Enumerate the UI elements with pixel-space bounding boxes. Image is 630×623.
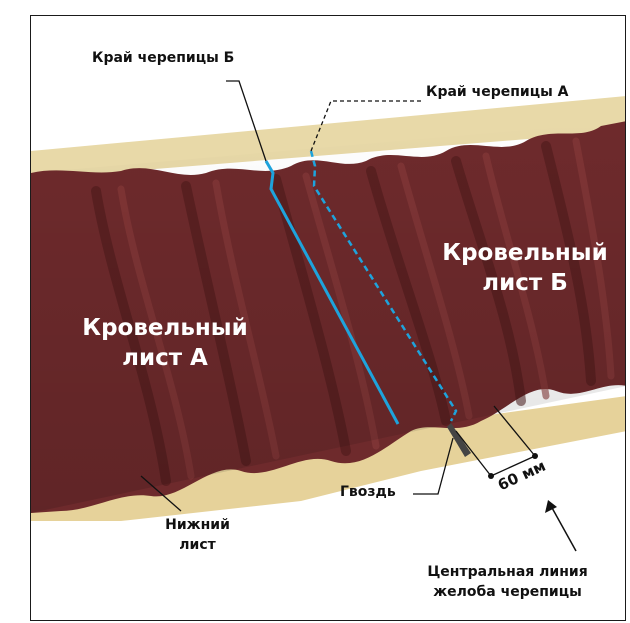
label-centerline-line2: желоба черепицы: [400, 582, 615, 602]
label-sheet-b-line2: лист Б: [430, 268, 620, 298]
label-centerline-line1: Центральная линия: [400, 562, 615, 582]
dimension-dot: [488, 473, 494, 479]
label-sheet-a-line1: Кровельный: [75, 313, 255, 343]
label-centerline: Центральная линия желоба черепицы: [400, 562, 615, 602]
label-sheet-b-line1: Кровельный: [430, 238, 620, 268]
centerline-arrow-shaft: [551, 506, 576, 551]
label-edge-b: Край черепицы Б: [92, 50, 234, 66]
label-sheet-a: Кровельный лист А: [75, 313, 255, 373]
label-bottom-sheet-line1: Нижний: [160, 515, 235, 535]
label-bottom-sheet-line2: лист: [160, 535, 235, 555]
centerline-arrow-head: [545, 500, 557, 513]
label-edge-a: Край черепицы А: [426, 84, 568, 100]
label-sheet-a-line2: лист А: [75, 343, 255, 373]
label-bottom-sheet: Нижний лист: [160, 515, 235, 555]
label-nail: Гвоздь: [340, 484, 396, 500]
label-sheet-b: Кровельный лист Б: [430, 238, 620, 298]
